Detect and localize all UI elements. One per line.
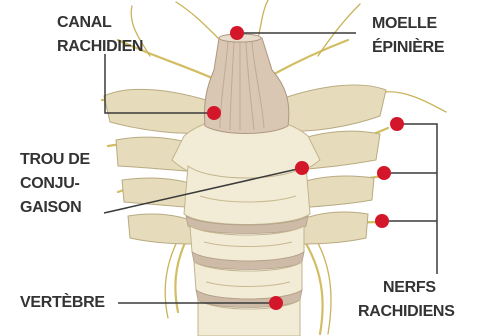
label-moelle-epiniere-line-2: ÉPINIÈRE: [372, 37, 445, 56]
marker-nerf-1: [390, 117, 404, 131]
label-vertebre: VERTÈBRE: [20, 292, 105, 311]
nerve-left-descending-2: [165, 232, 182, 318]
label-nerfs-rachidiens-line-2: RACHIDIENS: [358, 303, 455, 320]
marker-moelle-epiniere: [230, 26, 244, 40]
leader-nerfs-bracket: [382, 124, 437, 274]
marker-nerf-3: [375, 214, 389, 228]
right-process-1: [280, 85, 386, 131]
label-trou-de-conjugaison-line-3: GAISON: [20, 199, 81, 216]
right-process-4: [300, 212, 368, 244]
nerve-top-left: [176, 2, 218, 38]
nerve-right-top: [274, 40, 348, 74]
label-canal-rachidien-line-1: CANAL: [57, 14, 112, 31]
label-canal-rachidien-line-2: RACHIDIEN: [57, 38, 143, 55]
marker-trou-de-conjugaison: [295, 161, 309, 175]
label-moelle-epiniere-line-1: MOELLE: [372, 15, 437, 32]
left-process-4: [128, 214, 196, 244]
nerve-right-top-branch: [318, 4, 360, 56]
marker-vertebre: [269, 296, 283, 310]
marker-canal-rachidien: [207, 106, 221, 120]
label-trou-de-conjugaison-line-1: TROU DE: [20, 151, 91, 168]
nerve-right-rib: [384, 92, 446, 112]
label-trou-de-conjugaison-line-2: CONJU-: [20, 175, 80, 192]
left-process-1: [104, 89, 210, 133]
nerve-right-descending: [304, 240, 323, 334]
marker-nerf-2: [377, 166, 391, 180]
label-nerfs-rachidiens-line-1: NERFS: [383, 279, 436, 296]
